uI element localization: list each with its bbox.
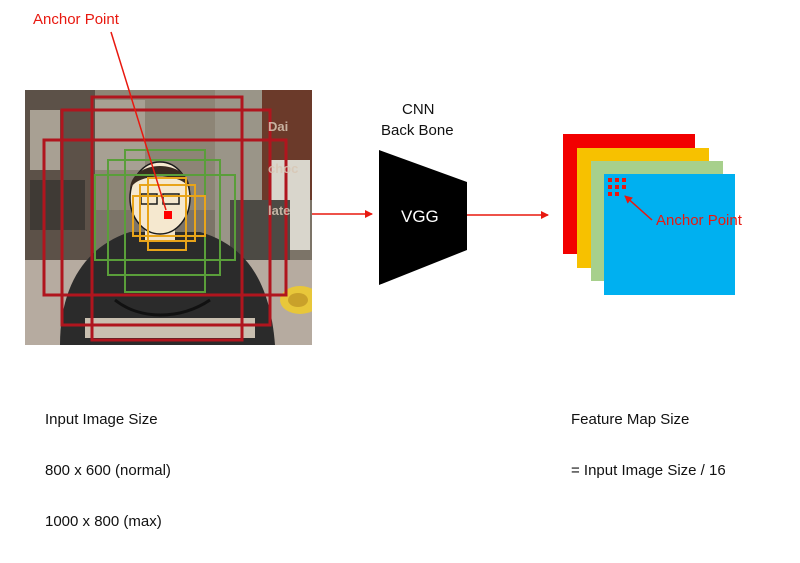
photo-sign: Dai choc late [268, 92, 298, 246]
input-size-line-3: 1000 x 800 (max) [45, 513, 162, 530]
feature-map-stack [563, 134, 735, 295]
small-box-square [139, 184, 196, 242]
anchor-boxes-large [42, 95, 288, 342]
anchor-point-leader [110, 31, 167, 211]
feature-map-blue [604, 174, 735, 295]
feature-anchor-leader [624, 195, 653, 221]
backbone-label: Back Bone [381, 122, 454, 139]
large-box-square [60, 108, 272, 327]
feature-size-line-1: Feature Map Size [571, 411, 690, 428]
small-box-tall [147, 177, 187, 251]
anchor-point-label-right: Anchor Point [656, 212, 742, 229]
vgg-block [379, 150, 467, 285]
small-box-wide [132, 195, 206, 237]
input-size-line-2: 800 x 600 (normal) [45, 462, 171, 479]
input-size-caption: Input Image Size 800 x 600 (normal) 1000… [45, 378, 171, 563]
medium-box-wide [94, 174, 236, 261]
anchor-point-label-top: Anchor Point [33, 11, 119, 28]
cnn-label: CNN [402, 101, 435, 118]
feature-anchor-grid [608, 178, 626, 196]
large-box-wide [42, 138, 288, 297]
photo-sign-line-2: choc [268, 161, 299, 176]
feature-size-caption: Feature Map Size = Input Image Size / 16 [571, 378, 726, 512]
medium-box-square [107, 159, 221, 276]
diagram: Dai choc late Anchor Point CNN Back Bone… [25, 11, 742, 530]
photo-sign-line-1: Dai [268, 119, 289, 134]
feature-size-line-2: = Input Image Size / 16 [571, 462, 726, 479]
anchor-boxes-small [132, 177, 206, 251]
photo-sign-line-3: late [268, 203, 291, 218]
large-box-tall [90, 95, 244, 342]
anchor-point-marker [164, 211, 172, 219]
vgg-label: VGG [401, 207, 439, 226]
diagram-canvas [25, 31, 735, 345]
input-size-line-1: Input Image Size [45, 411, 158, 428]
